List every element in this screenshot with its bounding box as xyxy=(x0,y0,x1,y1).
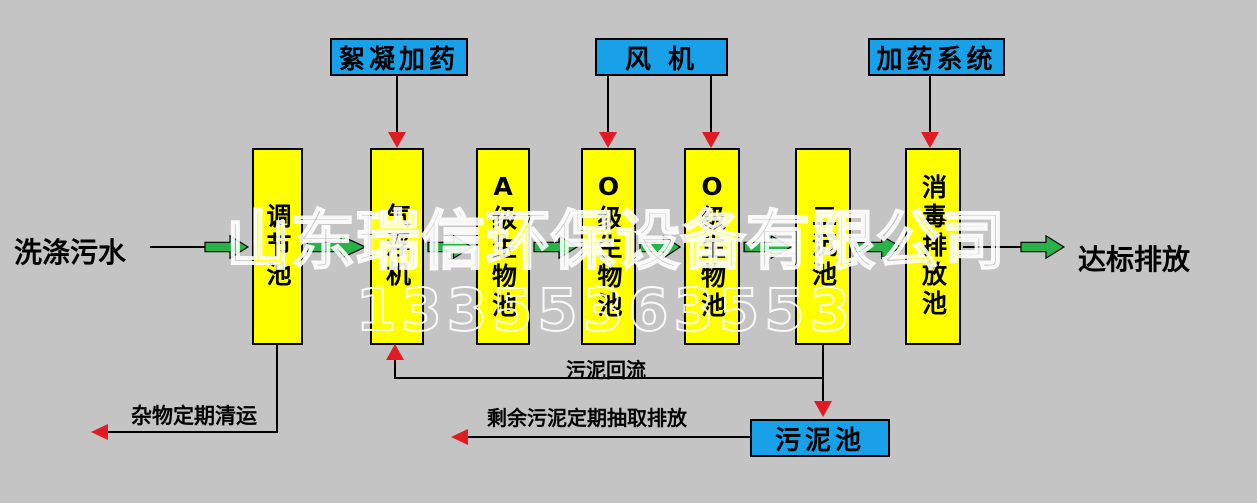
box-regulating-tank: 调节池 xyxy=(252,148,303,345)
red-arrowhead-up xyxy=(386,344,404,360)
red-arrowhead-down xyxy=(388,132,406,148)
connector-line xyxy=(108,431,278,433)
red-arrowhead-down xyxy=(702,132,720,148)
effluent-label: 达标排放 xyxy=(1078,243,1191,276)
connector-line xyxy=(963,246,1021,248)
box-label: 风 机 xyxy=(624,44,699,75)
box-label: O级生物池 xyxy=(697,172,727,321)
green-flow-arrow xyxy=(427,233,474,261)
box-flocculation-dosing: 絮凝加药 xyxy=(330,38,468,76)
connector-line xyxy=(710,76,712,134)
connector-line xyxy=(150,246,206,248)
box-label: 絮凝加药 xyxy=(338,44,459,75)
red-arrowhead-left xyxy=(451,429,468,445)
box-label: A级生物池 xyxy=(488,172,518,321)
box-disinfection-discharge-tank: 消毒排放池 xyxy=(905,148,961,345)
green-flow-arrow xyxy=(306,233,368,261)
red-arrowhead-down xyxy=(814,401,832,417)
excess-sludge-label: 剩余污泥定期抽取排放 xyxy=(487,406,687,430)
box-label: 气浮机 xyxy=(382,203,412,290)
connector-line xyxy=(468,436,750,438)
box-a-grade-bio-tank: A级生物池 xyxy=(476,148,530,345)
box-blower-fan: 风 机 xyxy=(595,38,728,76)
green-flow-arrow xyxy=(743,233,793,261)
box-label: 调节池 xyxy=(263,203,292,290)
sludge-return-label: 污泥回流 xyxy=(566,358,646,382)
box-label: 消毒排放池 xyxy=(918,174,948,319)
green-flow-arrow xyxy=(533,233,579,261)
green-flow-arrow xyxy=(639,233,682,261)
red-arrowhead-left xyxy=(91,424,108,440)
connector-line xyxy=(822,345,824,379)
box-secondary-sedimentation-tank: 二沉池 xyxy=(795,148,851,345)
green-flow-arrow xyxy=(204,233,250,261)
debris-removal-label: 杂物定期清运 xyxy=(131,404,257,428)
connector-line xyxy=(276,345,278,433)
box-label: 加药系统 xyxy=(876,44,997,75)
box-label: 二沉池 xyxy=(808,203,838,290)
box-o-grade-bio-tank-1: O级生物池 xyxy=(581,148,636,345)
box-dosing-system: 加药系统 xyxy=(868,38,1005,76)
connector-line xyxy=(394,360,396,377)
green-flow-arrow xyxy=(1020,233,1066,261)
connector-line xyxy=(607,76,609,134)
red-arrowhead-down xyxy=(599,132,617,148)
influent-label: 洗涤污水 xyxy=(14,236,127,269)
connector-line xyxy=(394,377,824,379)
box-label: O级生物池 xyxy=(594,172,623,321)
green-flow-arrow xyxy=(854,233,903,261)
connector-line xyxy=(396,76,398,134)
box-o-grade-bio-tank-2: O级生物池 xyxy=(684,148,740,345)
box-sludge-tank: 污泥池 xyxy=(750,419,890,457)
box-air-flotation: 气浮机 xyxy=(370,148,424,345)
connector-line xyxy=(822,377,824,403)
red-arrowhead-down xyxy=(921,132,939,148)
box-label: 污泥池 xyxy=(774,425,865,456)
connector-line xyxy=(929,76,931,134)
